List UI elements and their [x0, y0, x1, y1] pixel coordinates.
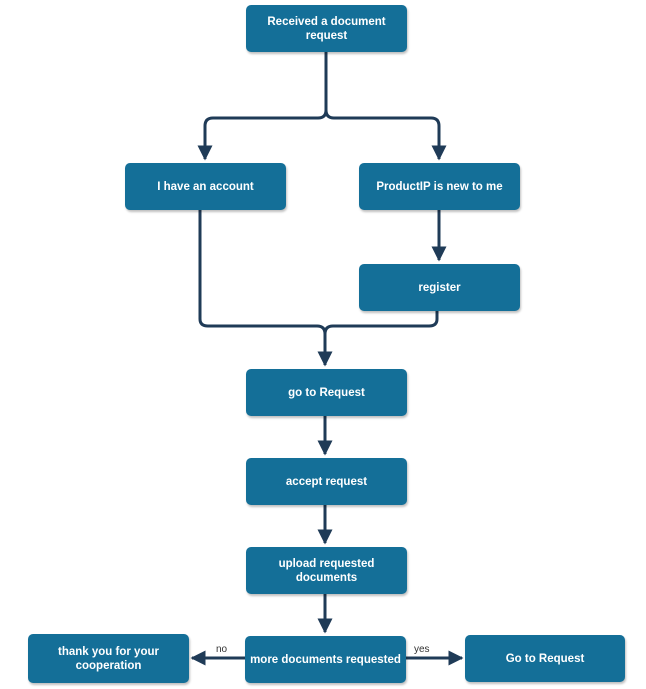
node-label: upload requested documents [278, 557, 375, 584]
node-accept-request[interactable]: accept request [246, 458, 407, 505]
connector-received-to-have-account [197, 52, 328, 161]
node-label: ProductIP is new to me [376, 180, 503, 193]
node-more-documents-requested[interactable]: more documents requested [245, 636, 406, 683]
node-upload-requested-documents[interactable]: upload requested documents [246, 547, 407, 594]
connector-have-account-to-go-to-request [198, 210, 333, 367]
node-productip-new[interactable]: ProductIP is new to me [359, 163, 520, 210]
node-label: Received a document request [267, 15, 386, 42]
connector-received-to-new-to-productip [324, 109, 447, 161]
node-label: more documents requested [250, 653, 401, 666]
node-label: I have an account [157, 180, 254, 193]
connector-register-to-go-to-request [323, 311, 439, 335]
node-label: register [418, 281, 461, 294]
node-label: accept request [285, 475, 368, 488]
node-register[interactable]: register [359, 264, 520, 311]
node-thank-you[interactable]: thank you for your cooperation [28, 634, 189, 683]
edge-label-yes: yes [414, 644, 430, 655]
node-label: thank you for your cooperation [58, 645, 159, 672]
node-have-account[interactable]: I have an account [125, 163, 286, 210]
edge-label-no: no [216, 644, 228, 655]
node-label: Go to Request [505, 652, 585, 665]
node-go-to-request-yes[interactable]: Go to Request [465, 635, 625, 682]
node-label: go to Request [288, 386, 365, 399]
node-go-to-request[interactable]: go to Request [246, 369, 407, 416]
node-received-document-request[interactable]: Received a document request [246, 5, 407, 52]
